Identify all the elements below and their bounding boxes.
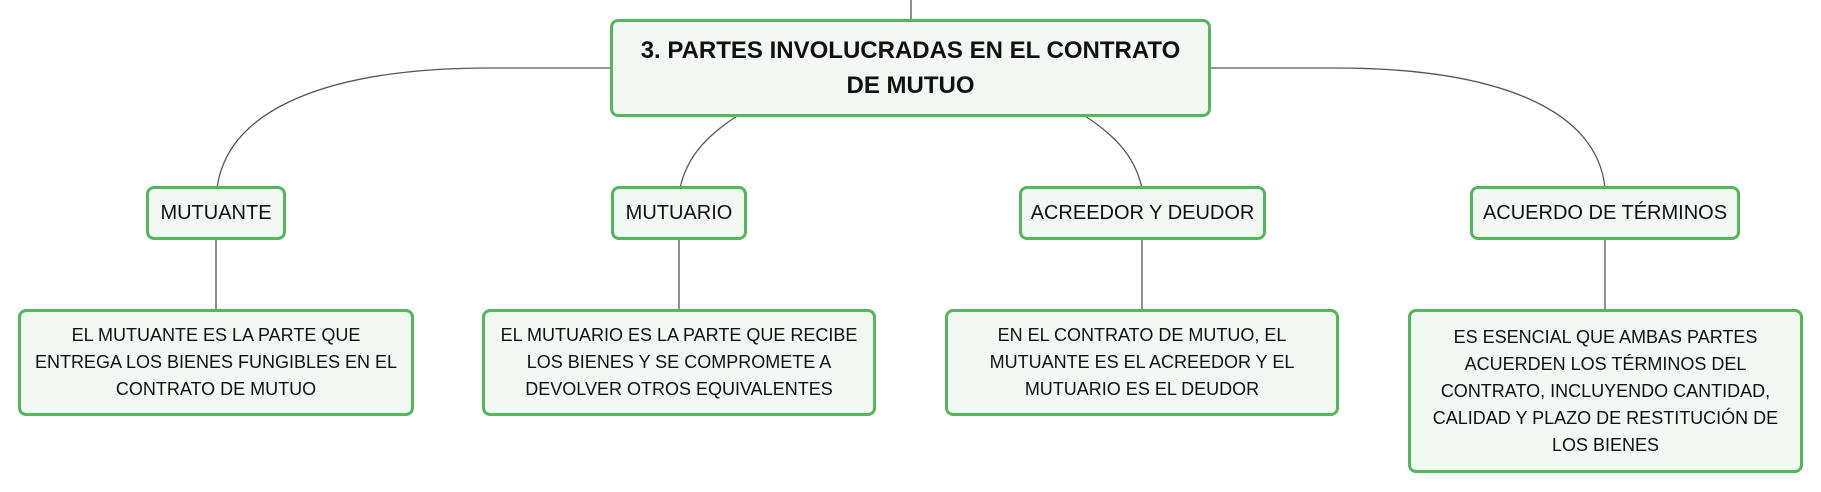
root-topic-label: 3. PARTES INVOLUCRADAS EN EL CONTRATO DE… <box>640 37 1181 99</box>
topic-mutuario[interactable]: MUTUARIO <box>611 186 747 240</box>
topic-acreedor-label: ACREEDOR Y DEUDOR <box>1030 201 1255 224</box>
connector-root-acuerdo <box>1210 67 1606 189</box>
connector-root-mutuante <box>216 67 610 189</box>
topic-acuerdo-label: ACUERDO DE TÉRMINOS <box>1482 201 1728 224</box>
detail-mutuario-text: EL MUTUARIO ES LA PARTE QUE RECIBE LOS B… <box>500 325 858 399</box>
topic-acreedor-y-deudor[interactable]: ACREEDOR Y DEUDOR <box>1019 186 1266 240</box>
topic-mutuante[interactable]: MUTUANTE <box>146 186 286 240</box>
connector-root-acreedor <box>1084 115 1143 189</box>
detail-mutuario[interactable]: EL MUTUARIO ES LA PARTE QUE RECIBE LOS B… <box>482 309 876 416</box>
detail-mutuante[interactable]: EL MUTUANTE ES LA PARTE QUE ENTREGA LOS … <box>18 309 414 416</box>
detail-acreedor-y-deudor[interactable]: EN EL CONTRATO DE MUTUO, EL MUTUANTE ES … <box>945 309 1339 416</box>
detail-mutuante-text: EL MUTUANTE ES LA PARTE QUE ENTREGA LOS … <box>34 325 398 399</box>
detail-acuerdo-de-terminos[interactable]: ES ESENCIAL QUE AMBAS PARTES ACUERDEN LO… <box>1408 309 1803 473</box>
topic-mutuario-label: MUTUARIO <box>625 201 733 224</box>
topic-mutuante-label: MUTUANTE <box>160 201 272 224</box>
connector-root-mutuario <box>679 115 738 189</box>
detail-acuerdo-text: ES ESENCIAL QUE AMBAS PARTES ACUERDEN LO… <box>1432 326 1779 455</box>
root-topic[interactable]: 3. PARTES INVOLUCRADAS EN EL CONTRATO DE… <box>610 19 1211 117</box>
detail-acreedor-text: EN EL CONTRATO DE MUTUO, EL MUTUANTE ES … <box>989 325 1295 399</box>
topic-acuerdo-de-terminos[interactable]: ACUERDO DE TÉRMINOS <box>1470 186 1740 240</box>
